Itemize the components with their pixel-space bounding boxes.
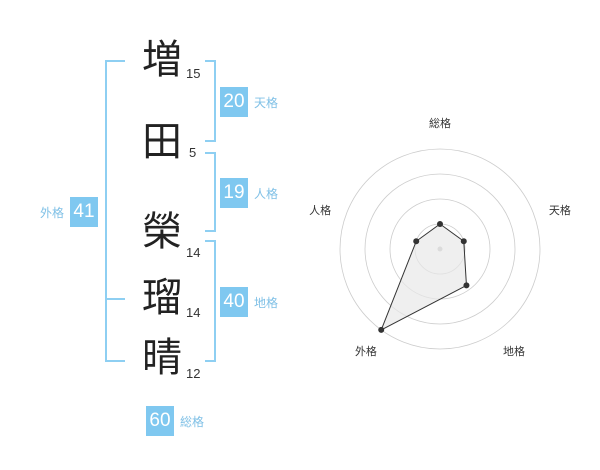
radar-ring (364, 173, 516, 325)
char-4-strokes: 14 (186, 305, 201, 320)
radar-point (437, 221, 443, 227)
radar-axis-label: 外格 (355, 344, 377, 358)
radar-point (413, 238, 420, 245)
radar-axis-label: 人格 (309, 203, 331, 217)
char-1: 増 (142, 37, 182, 83)
gaikaku-bracket (105, 60, 125, 362)
char-5-strokes: 12 (186, 366, 201, 381)
char-2-strokes: 5 (189, 145, 197, 160)
soukaku-value: 60 (146, 406, 174, 436)
char-3: 榮 (142, 209, 182, 255)
char-1-strokes: 15 (186, 66, 201, 81)
radar-points (378, 221, 470, 333)
chikaku-value: 40 (220, 287, 248, 317)
radar-axis-label: 総格 (429, 116, 451, 130)
tenkaku-value: 20 (220, 87, 248, 117)
char-3-strokes: 14 (186, 245, 201, 260)
radar-point (463, 282, 470, 289)
radar-point (378, 326, 385, 333)
tenkaku-label: 天格 (254, 96, 279, 110)
jinkaku-value: 19 (220, 178, 248, 208)
gaikaku-value: 41 (70, 197, 98, 227)
char-4: 瑠 (142, 275, 182, 321)
radar-axis-label: 地格 (503, 344, 525, 358)
char-5: 晴 (142, 335, 182, 381)
soukaku-label: 総格 (180, 415, 205, 429)
radar-axis-label: 天格 (549, 203, 571, 217)
jinkaku-label: 人格 (254, 187, 279, 201)
tenkaku-bracket (205, 60, 216, 142)
radar-point (460, 238, 467, 245)
jinkaku-bracket (205, 152, 216, 232)
chikaku-label: 地格 (254, 296, 279, 310)
char-2: 田 (142, 119, 182, 165)
gaikaku-bracket-tick (105, 298, 125, 300)
gaikaku-label: 外格 (40, 206, 65, 220)
radar-ring (339, 148, 541, 350)
chikaku-bracket (205, 240, 216, 362)
radar-area (380, 223, 467, 331)
